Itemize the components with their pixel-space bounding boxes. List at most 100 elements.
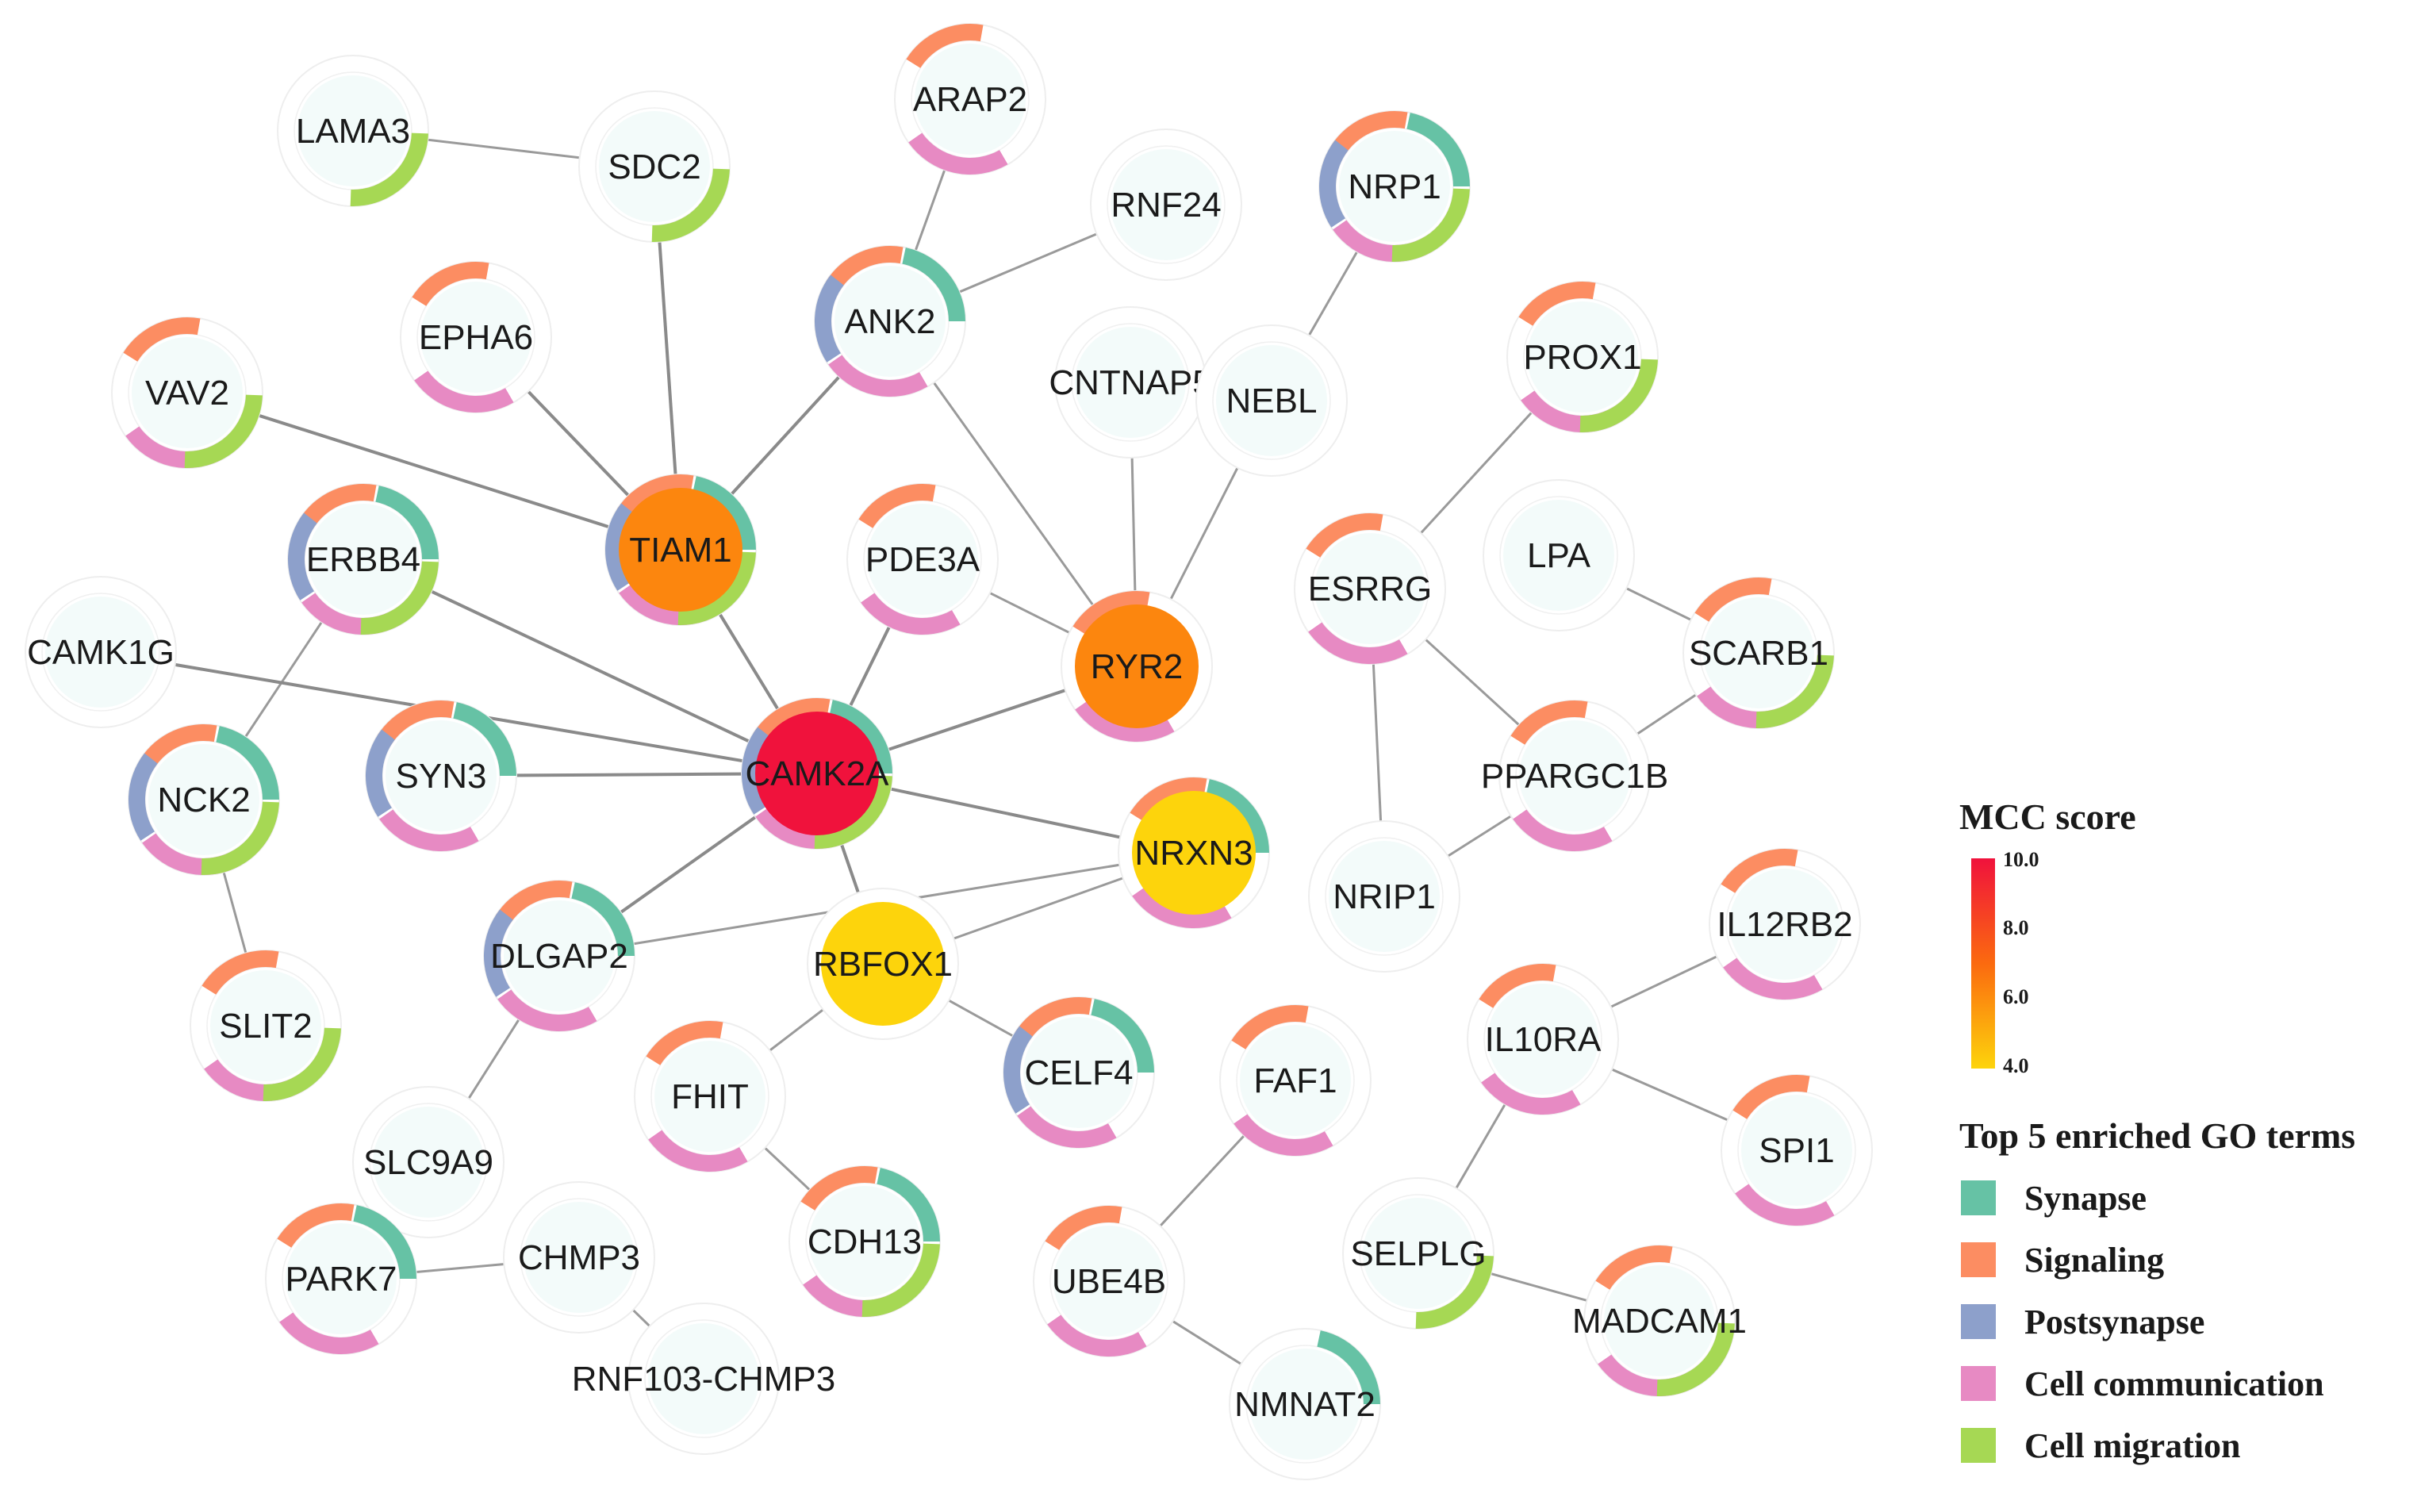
gene-label: PDE3A bbox=[865, 540, 980, 579]
gene-label: CHMP3 bbox=[518, 1238, 640, 1277]
node-center-disc bbox=[210, 970, 321, 1081]
gene-node[interactable]: IL10RA bbox=[1467, 963, 1619, 1115]
node-center-disc bbox=[1329, 841, 1440, 952]
go-term-arc-migration bbox=[263, 1027, 341, 1102]
gene-node[interactable]: CDH13 bbox=[788, 1165, 941, 1318]
gene-label: CNTNAP5 bbox=[1049, 363, 1211, 402]
node-inner-ring bbox=[294, 71, 412, 190]
gene-node[interactable]: SDC2 bbox=[578, 90, 731, 243]
node-center-disc bbox=[1249, 1349, 1360, 1460]
go-term-arc-signaling bbox=[140, 724, 217, 769]
gene-node[interactable]: UBE4B bbox=[1033, 1205, 1185, 1357]
gene-node[interactable]: FHIT bbox=[634, 1020, 786, 1172]
gene-node[interactable]: PPARGC1B bbox=[1481, 700, 1668, 852]
gene-node[interactable]: RYR2 bbox=[1061, 590, 1213, 743]
go-term-arc-signaling bbox=[1518, 282, 1596, 326]
gene-node[interactable]: SELPLG bbox=[1342, 1177, 1494, 1330]
gene-node[interactable]: CNTNAP5 bbox=[1049, 306, 1212, 459]
gene-node[interactable]: NCK2 bbox=[128, 723, 280, 876]
node-center-disc bbox=[1363, 1198, 1474, 1309]
gene-node[interactable]: ARAP2 bbox=[894, 23, 1046, 175]
go-term-arc-postsynapse bbox=[365, 729, 395, 817]
gene-node[interactable]: CELF4 bbox=[1003, 996, 1155, 1149]
gene-node[interactable]: SYN3 bbox=[365, 700, 517, 852]
go-term-arc-synapse bbox=[216, 726, 279, 800]
go-term-arc-migration bbox=[861, 1243, 940, 1317]
gene-node[interactable]: RBFOX1 bbox=[807, 888, 959, 1040]
go-term-arc-cellcomm bbox=[908, 132, 1008, 175]
gene-label: RNF103-CHMP3 bbox=[572, 1360, 836, 1399]
gene-node[interactable]: SLIT2 bbox=[190, 950, 342, 1102]
gene-node[interactable]: PDE3A bbox=[846, 483, 999, 635]
node-center-disc bbox=[915, 44, 1026, 155]
go-term-arc-synapse bbox=[902, 248, 965, 321]
gene-node[interactable]: MADCAM1 bbox=[1572, 1245, 1747, 1397]
gene-label: CELF4 bbox=[1025, 1053, 1134, 1092]
gene-label: EPHA6 bbox=[419, 318, 533, 357]
gene-node[interactable]: RNF103-CHMP3 bbox=[572, 1303, 836, 1455]
go-term-arc-cellcomm bbox=[1047, 1314, 1147, 1357]
gene-label: PARK7 bbox=[285, 1260, 397, 1299]
gene-node[interactable]: TIAM1 bbox=[604, 474, 757, 626]
gene-node[interactable]: NRXN3 bbox=[1118, 777, 1270, 929]
gene-node[interactable]: NEBL bbox=[1195, 324, 1348, 477]
gene-label: IL10RA bbox=[1485, 1020, 1602, 1059]
go-term-arc-cellcomm bbox=[1075, 700, 1175, 743]
go-term-arc-signaling bbox=[1721, 849, 1798, 893]
gene-label: RYR2 bbox=[1091, 647, 1184, 686]
gene-node[interactable]: PARK7 bbox=[265, 1203, 417, 1355]
go-term-arc-signaling bbox=[377, 700, 455, 745]
gene-node[interactable]: EPHA6 bbox=[400, 261, 552, 413]
node-inner-ring bbox=[369, 1103, 488, 1222]
gene-node[interactable]: SCARB1 bbox=[1682, 577, 1835, 729]
gene-node[interactable]: IL12RB2 bbox=[1709, 848, 1861, 1000]
gene-label: LAMA3 bbox=[296, 112, 410, 151]
gene-label: IL12RB2 bbox=[1717, 905, 1852, 944]
gene-node[interactable]: NRP1 bbox=[1318, 110, 1471, 263]
go-term-arc-signaling bbox=[646, 1020, 723, 1065]
go-term-arc-synapse bbox=[877, 1168, 940, 1241]
go-term-arc-synapse bbox=[829, 700, 892, 773]
go-term-arc-cellcomm bbox=[828, 355, 928, 397]
go-term-arc-migration bbox=[651, 168, 730, 242]
gene-node[interactable]: SPI1 bbox=[1721, 1074, 1873, 1226]
node-center-disc bbox=[1487, 984, 1598, 1095]
go-term-arc-signaling bbox=[123, 317, 201, 362]
gene-label: DLGAP2 bbox=[490, 937, 628, 976]
gene-node[interactable]: ESRRG bbox=[1294, 512, 1446, 665]
gene-label: SLC9A9 bbox=[363, 1143, 493, 1182]
node-inner-ring bbox=[1499, 496, 1618, 615]
gene-node[interactable]: ERBB4 bbox=[287, 483, 439, 635]
gene-node[interactable]: CAMK1G bbox=[25, 576, 177, 728]
node-inner-ring bbox=[911, 40, 1030, 159]
gene-label: SYN3 bbox=[396, 757, 487, 796]
gene-node[interactable]: RNF24 bbox=[1090, 129, 1242, 281]
node-center-disc bbox=[599, 111, 710, 222]
gene-node[interactable]: PROX1 bbox=[1506, 281, 1659, 433]
gene-label: TIAM1 bbox=[629, 531, 732, 570]
go-term-arc-migration bbox=[1579, 359, 1658, 432]
node-center-disc bbox=[654, 1041, 765, 1152]
node-center-disc bbox=[504, 900, 615, 1011]
mcc-score-disc bbox=[755, 712, 879, 835]
gene-node[interactable]: LAMA3 bbox=[277, 55, 429, 207]
gene-node[interactable]: DLGAP2 bbox=[483, 880, 635, 1032]
gene-node[interactable]: LPA bbox=[1483, 479, 1635, 631]
gene-node[interactable]: NMNAT2 bbox=[1229, 1328, 1381, 1480]
gene-label: SCARB1 bbox=[1689, 634, 1828, 673]
go-term-arc-synapse bbox=[453, 702, 516, 776]
gene-node[interactable]: CAMK2A bbox=[741, 697, 893, 850]
gene-node[interactable]: SLC9A9 bbox=[352, 1086, 505, 1238]
node-center-disc bbox=[1240, 1025, 1351, 1136]
gene-node[interactable]: ANK2 bbox=[814, 245, 966, 397]
gene-node[interactable]: FAF1 bbox=[1219, 1004, 1372, 1157]
go-term-arc-migration bbox=[350, 132, 428, 207]
go-term-arc-cellcomm bbox=[1308, 622, 1408, 664]
gene-node[interactable]: VAV2 bbox=[111, 317, 263, 469]
gene-node[interactable]: NRIP1 bbox=[1308, 820, 1460, 973]
go-term-arc-cellcomm bbox=[1735, 1184, 1835, 1226]
gene-node[interactable]: CHMP3 bbox=[503, 1181, 655, 1334]
gene-label: NRXN3 bbox=[1134, 834, 1253, 873]
